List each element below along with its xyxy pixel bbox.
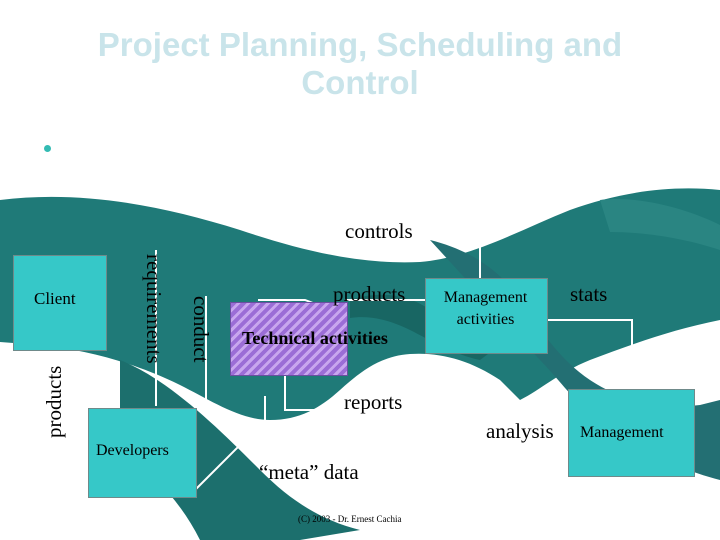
reports-label: reports bbox=[344, 390, 403, 414]
management-activities-label: Management activities bbox=[443, 289, 528, 328]
reports-line bbox=[284, 374, 350, 411]
client-box bbox=[13, 255, 107, 351]
technical-activities-label: Technical activities bbox=[242, 328, 388, 348]
client-label: Client bbox=[34, 289, 76, 308]
slide-title: Project Planning, Scheduling and Control bbox=[97, 26, 623, 101]
products-left-line bbox=[61, 350, 86, 456]
technical-activities-box bbox=[230, 302, 348, 376]
controls-label: controls bbox=[345, 219, 413, 243]
management-label: Management bbox=[580, 424, 664, 441]
meta-data-label: “meta” data bbox=[259, 460, 359, 484]
analysis-label: analysis bbox=[486, 419, 554, 443]
management-box bbox=[568, 389, 695, 477]
developers-box bbox=[88, 408, 197, 498]
bullet-point-icon bbox=[44, 145, 51, 152]
products-left-label: products bbox=[42, 365, 66, 438]
stats-label: stats bbox=[570, 282, 608, 306]
flow-lines bbox=[61, 240, 633, 491]
stats-line bbox=[546, 319, 633, 388]
requirements-label: requirements bbox=[142, 254, 166, 364]
conduct-label: conduct bbox=[189, 296, 213, 363]
copyright-footer: (C) 2003 - Dr. Ernest Cachia bbox=[298, 514, 402, 524]
products-label: products bbox=[333, 282, 406, 306]
meta-data-line bbox=[194, 396, 266, 491]
developers-label: Developers bbox=[96, 442, 169, 459]
management-activities-box bbox=[425, 278, 548, 354]
